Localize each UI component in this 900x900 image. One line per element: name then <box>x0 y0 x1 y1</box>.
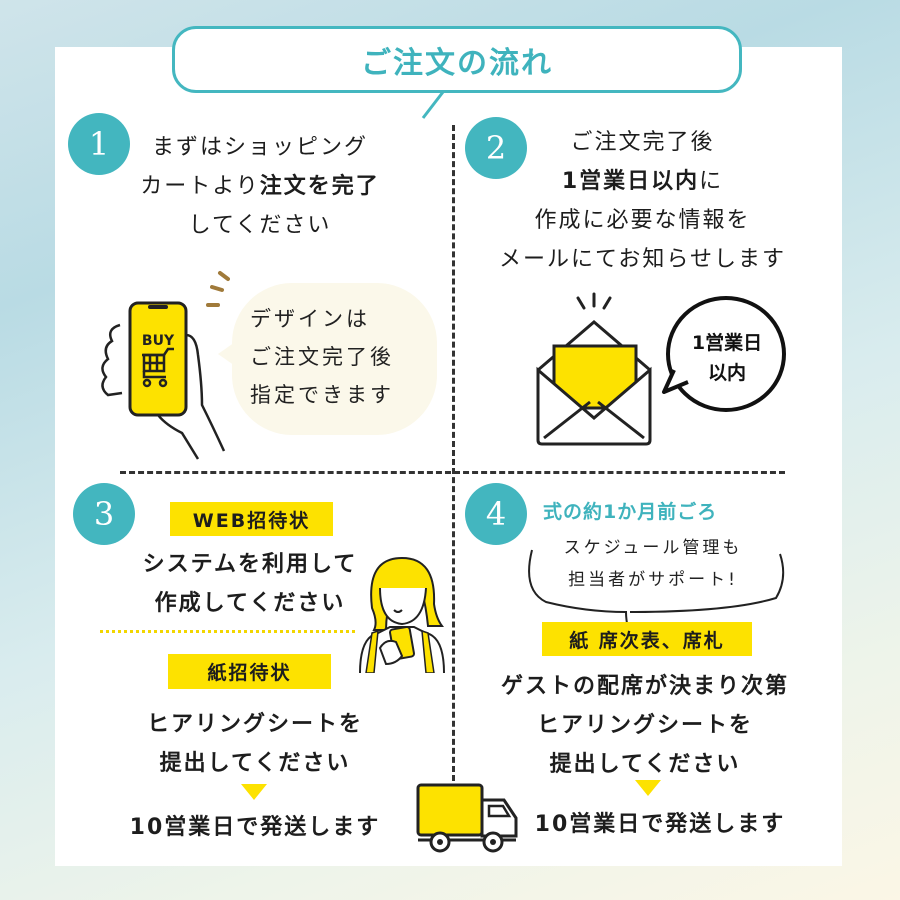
step-4-shipping: 10営業日で発送します <box>534 812 786 837</box>
step-1-bubble-tail <box>218 340 238 368</box>
step-2-bubble-text: 1営業日 以内 <box>691 332 763 384</box>
paper-invitation-tag: 紙招待状 <box>168 654 331 689</box>
step-4-text: ゲストの配席が決まり次第 ヒアリングシートを 提出してください <box>500 674 789 777</box>
envelope-icon <box>536 292 652 446</box>
title-pointer-icon <box>421 91 445 119</box>
step-3-web-text: システムを利用して 作成してください <box>142 552 358 616</box>
down-arrow-icon <box>635 780 661 796</box>
flow-card <box>55 47 842 866</box>
step-2-text: ご注文完了後 1営業日以内に 作成に必要な情報を メールにてお知らせします <box>470 123 815 279</box>
dotted-separator <box>100 630 355 633</box>
down-arrow-icon <box>241 784 267 800</box>
round-speech-bubble <box>662 296 786 412</box>
web-invitation-tag: WEB招待状 <box>170 502 333 536</box>
page-title: ご注文の流れ <box>361 45 553 81</box>
step-1-speech-bubble <box>232 283 437 435</box>
step-3-paper-text: ヒアリングシートを 提出してください <box>146 712 363 776</box>
woman-with-phone-icon <box>359 556 445 673</box>
step-2-line-1: ご注文完了後 <box>570 130 715 155</box>
step-4-speech-text: スケジュール管理も 担当者がサポート! <box>563 538 743 590</box>
step-1-bubble-text: デザインは ご注文完了後 指定できます <box>250 307 394 407</box>
step-2-number: 2 <box>465 117 527 179</box>
step-4-heading: 式の約1か月前ごろ <box>543 501 718 523</box>
shopping-cart-icon <box>142 347 174 388</box>
step-1-text: まずはショッピング カートより注文を完了 してください <box>115 128 405 245</box>
step-2-line-3: 作成に必要な情報を <box>534 208 751 233</box>
step-4-number: 4 <box>465 483 527 545</box>
phone-in-hand-icon: BUY <box>101 271 230 460</box>
step-2-line-2: 1営業日以内に <box>561 169 724 194</box>
step-1-line-1: まずはショッピング <box>151 135 368 160</box>
step-1-number: 1 <box>68 113 130 175</box>
paper-seating-tag: 紙 席次表、席札 <box>542 622 752 656</box>
step-3-shipping: 10営業日で発送します <box>129 815 381 840</box>
step-3-number: 3 <box>73 483 135 545</box>
vertical-divider <box>452 125 455 790</box>
title-banner: ご注文の流れ <box>172 26 742 93</box>
step-1-line-2: カートより注文を完了 <box>140 174 380 199</box>
step-2-line-4: メールにてお知らせします <box>499 247 786 272</box>
delivery-truck-icon <box>416 783 518 853</box>
step-1-line-3: してください <box>188 213 332 238</box>
buy-label: BUY <box>142 333 175 349</box>
